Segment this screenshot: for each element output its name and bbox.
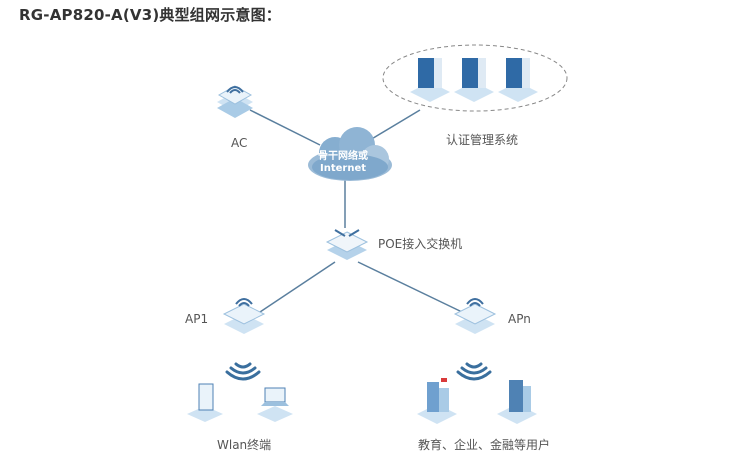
apn-node (453, 292, 497, 344)
wlan-terminals-node (185, 378, 295, 432)
cloud-icon (308, 127, 392, 181)
link-auth-cloud (369, 109, 421, 141)
wlan-terminals-label: Wlan终端 (217, 438, 272, 452)
auth-system-boundary (382, 44, 568, 112)
cloud-label-line1: 骨干网络或 (318, 151, 368, 162)
building-icon (417, 378, 537, 424)
access-point-icon (453, 298, 497, 334)
ap1-label: AP1 (185, 312, 209, 326)
link-poe-ap1 (259, 261, 336, 313)
auth-system-label: 认证管理系统 (446, 133, 519, 147)
link-ac-cloud (249, 109, 321, 146)
link-poe-apn (357, 261, 463, 313)
server-icon (410, 58, 538, 102)
cloud-label-line2: Internet (319, 163, 366, 174)
cloud-node: 骨干网络或 Internet (305, 125, 395, 189)
wifi-signal-ap1 (225, 362, 261, 381)
users-label: 教育、企业、金融等用户 (418, 438, 551, 452)
switch-icon (325, 229, 369, 260)
auth-system-node (410, 52, 540, 106)
poe-switch-label: POE接入交换机 (378, 237, 463, 251)
ac-node (215, 78, 255, 130)
access-point-icon (222, 298, 266, 334)
page-title: RG-AP820-A(V3)典型组网示意图： (19, 6, 281, 24)
terminal-icon (187, 383, 293, 422)
wifi-signal-apn (456, 362, 492, 381)
ac-controller-icon (217, 85, 253, 118)
ac-label: AC (231, 136, 248, 150)
ap1-node (222, 292, 266, 344)
users-node (415, 374, 545, 432)
poe-switch-node (325, 222, 369, 270)
apn-label: APn (508, 312, 531, 326)
